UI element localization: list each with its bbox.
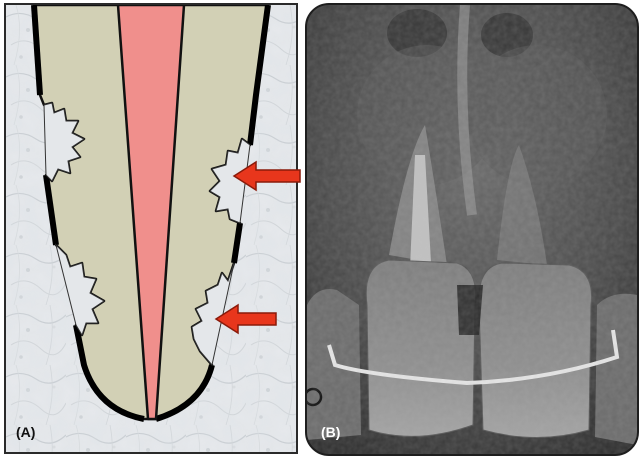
- arrow-lower-icon: [212, 303, 282, 335]
- radiograph-panel-b: (B): [305, 3, 639, 456]
- xray-image: [307, 5, 637, 454]
- panel-a-label: (A): [16, 424, 35, 440]
- arrow-upper-icon: [230, 160, 306, 192]
- root-schematic: [6, 5, 296, 452]
- panel-b-label: (B): [321, 424, 340, 440]
- diagram-panel-a: (A): [4, 3, 298, 454]
